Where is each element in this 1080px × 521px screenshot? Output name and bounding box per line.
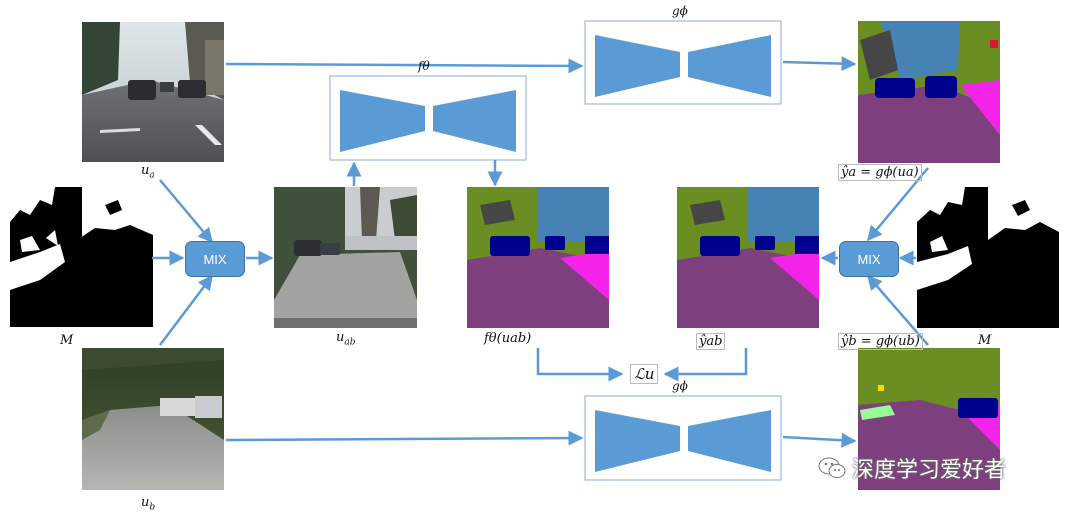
mask-right — [917, 187, 1059, 328]
watermark-text: 深度学习爱好者 — [852, 458, 1007, 483]
label-f-uab: fθ(uab) — [484, 331, 532, 346]
photo-uab — [274, 187, 417, 328]
photo-ub — [82, 348, 224, 490]
label-uab: uab — [336, 330, 356, 348]
label-g-top: gϕ — [672, 4, 688, 18]
seg-yb — [858, 348, 1000, 490]
arrows — [152, 56, 929, 448]
seg-ya — [858, 21, 1000, 163]
arrow-g-to-yb — [782, 432, 857, 448]
arrow-target-to-loss — [663, 348, 748, 382]
label-g-bottom: gϕ — [672, 379, 688, 393]
net-f-theta — [329, 75, 527, 161]
label-ua: ua — [141, 163, 155, 181]
mask-left — [10, 187, 153, 327]
arrow-pred-to-loss — [536, 348, 624, 382]
label-yab: ŷab — [696, 333, 726, 350]
label-ub: ub — [141, 495, 156, 513]
label-loss: ℒu — [630, 364, 659, 384]
arrow-ua-to-mix — [159, 179, 213, 244]
mix-left: MIX — [185, 241, 245, 277]
seg-yab — [677, 187, 819, 328]
wechat-icon — [818, 457, 846, 478]
label-f-theta: fθ — [418, 59, 430, 73]
arrow-ub-to-g — [225, 430, 584, 446]
arrow-ub-to-mix — [159, 274, 213, 346]
label-m-left: M — [60, 333, 74, 348]
mix-right: MIX — [839, 241, 899, 277]
label-m-right: M — [978, 333, 992, 348]
arrow-ua-to-g — [225, 58, 584, 74]
label-ya: ŷa = gϕ(ua) — [838, 164, 922, 181]
photo-ua — [82, 22, 224, 162]
watermark: 深度学习爱好者 — [818, 452, 1006, 484]
net-g-bottom — [584, 395, 782, 481]
seg-f-uab — [467, 187, 609, 328]
label-yb: ŷb = gϕ(ub) — [838, 333, 923, 350]
net-g-top — [584, 20, 782, 105]
arrow-g-to-ya — [782, 56, 857, 72]
